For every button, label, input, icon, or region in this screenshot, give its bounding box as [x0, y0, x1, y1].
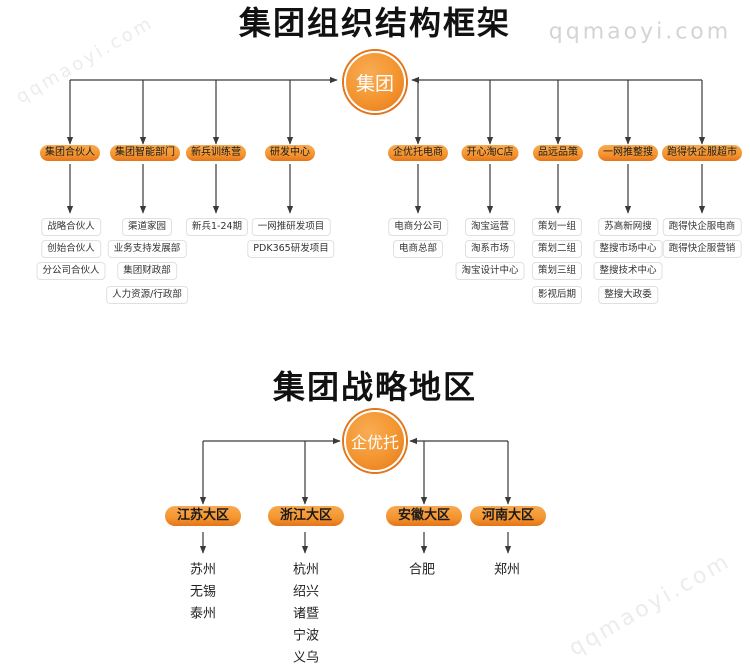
department-item: 一网推研发项目	[251, 218, 331, 236]
city-label: 郑州	[493, 562, 521, 578]
department-item: 淘系市场	[464, 240, 516, 258]
city-label: 无锡	[189, 584, 217, 600]
department-item: 影视后期	[531, 286, 583, 304]
department-item: 跑得快企服营销	[662, 240, 742, 258]
department-item: 策划一组	[531, 218, 583, 236]
region-pill-henan: 河南大区	[470, 506, 546, 526]
city-label: 合肥	[408, 562, 436, 578]
department-item: 集团财政部	[117, 262, 177, 280]
department-pill-partners: 集团合伙人	[40, 145, 100, 161]
department-pill-services: 跑得快企服超市	[662, 145, 742, 161]
department-item: 电商分公司	[388, 218, 448, 236]
department-pill-search: 一网推整搜	[598, 145, 658, 161]
department-item: 业务支持发展部	[107, 240, 187, 258]
department-item: 电商总部	[392, 240, 444, 258]
department-item: 淘宝设计中心	[455, 262, 525, 280]
department-pill-ecommerce: 企优托电商	[388, 145, 448, 161]
department-item: 整搜大政委	[598, 286, 658, 304]
org-chart-title: 集团组织结构框架	[238, 4, 512, 42]
department-pill-training: 新兵训练营	[186, 145, 246, 161]
department-item: 战略合伙人	[41, 218, 101, 236]
city-label: 绍兴	[292, 584, 320, 600]
department-item: 淘宝运营	[464, 218, 516, 236]
region-chart-title: 集团战略地区	[272, 368, 478, 406]
department-item: 渠道家园	[121, 218, 173, 236]
department-item: 人力资源/行政部	[106, 286, 188, 304]
department-pill-rnd: 研发中心	[265, 145, 315, 161]
center-node-qiyoutuo: 企优托	[344, 410, 406, 472]
department-pill-taobao: 开心淘C店	[461, 145, 519, 161]
department-pill-functional: 集团智能部门	[110, 145, 180, 161]
region-pill-zhejiang: 浙江大区	[268, 506, 344, 526]
region-pill-anhui: 安徽大区	[386, 506, 462, 526]
department-pill-planning: 品远品策	[533, 145, 583, 161]
city-label: 泰州	[189, 606, 217, 622]
department-item: PDK365研发项目	[247, 240, 335, 258]
region-pill-jiangsu: 江苏大区	[165, 506, 241, 526]
department-item: 整搜技术中心	[593, 262, 663, 280]
watermark: qqmaoyi.com	[548, 19, 732, 45]
city-label: 义乌	[292, 650, 320, 666]
department-item: 跑得快企服电商	[662, 218, 742, 236]
department-item: 新兵1-24期	[185, 218, 249, 236]
department-item: 策划二组	[531, 240, 583, 258]
department-item: 策划三组	[531, 262, 583, 280]
city-label: 苏州	[189, 562, 217, 578]
city-label: 杭州	[292, 562, 320, 578]
city-label: 宁波	[292, 628, 320, 644]
center-node-group: 集团	[344, 51, 406, 113]
department-item: 分公司合伙人	[36, 262, 106, 280]
department-item: 苏高新网搜	[598, 218, 658, 236]
department-item: 整搜市场中心	[593, 240, 663, 258]
department-item: 创始合伙人	[41, 240, 101, 258]
city-label: 诸暨	[292, 606, 320, 622]
